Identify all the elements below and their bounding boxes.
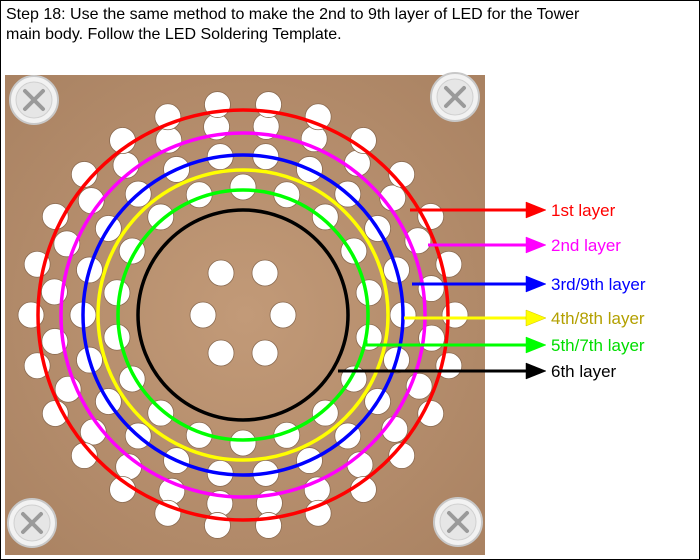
layer-3-9-ring	[81, 153, 405, 477]
led-hole	[229, 173, 257, 201]
center-hole	[251, 259, 279, 287]
instruction-text: Step 18: Use the same method to make the…	[6, 5, 686, 45]
led-hole	[17, 301, 45, 329]
layer-connectors	[338, 201, 547, 380]
led-hole	[311, 399, 339, 427]
phillips-screw-icon	[7, 498, 57, 548]
center-hole	[269, 301, 297, 329]
led-hole	[229, 429, 257, 457]
center-hole	[189, 301, 217, 329]
center-hole	[207, 339, 235, 367]
layer-1-ring	[36, 108, 450, 522]
layer-5-7-pointer	[366, 336, 547, 354]
layer-6-pointer	[338, 362, 547, 380]
layer-5-7-label: 5th/7th layer	[551, 336, 645, 355]
layer-rings	[36, 108, 450, 522]
layer-4-8-label: 4th/8th layer	[551, 309, 645, 328]
layer-2-ring	[59, 131, 427, 499]
instruction-line-2: main body. Follow the LED Soldering Temp…	[6, 26, 342, 43]
layer-1-label: 1st layer	[551, 201, 616, 220]
layer-2-pointer	[428, 236, 547, 254]
layer-4-8-pointer	[404, 309, 547, 327]
layer-3-9-label: 3rd/9th layer	[551, 275, 646, 294]
center-hole	[207, 259, 235, 287]
layer-3-9-pointer	[412, 275, 547, 293]
phillips-screw-icon	[433, 497, 483, 547]
screws	[7, 72, 483, 548]
layer-2-label: 2nd layer	[551, 236, 621, 255]
phillips-screw-icon	[430, 72, 480, 122]
led-hole	[311, 203, 339, 231]
layer-1-pointer	[410, 201, 547, 219]
center-hole	[251, 339, 279, 367]
layer-5-7-ring	[116, 188, 370, 442]
led-hole	[441, 301, 469, 329]
layer-labels: 1st layer 2nd layer 3rd/9th layer 4th/8th l…	[551, 201, 646, 381]
instruction-line-1: Step 18: Use the same method to make the…	[6, 6, 580, 23]
led-hole	[147, 203, 175, 231]
led-hole	[147, 399, 175, 427]
layer-6-ring	[136, 208, 350, 422]
layer-4-8-ring	[96, 168, 390, 462]
phillips-screw-icon	[9, 75, 59, 125]
layer-6-label: 6th layer	[551, 362, 617, 381]
